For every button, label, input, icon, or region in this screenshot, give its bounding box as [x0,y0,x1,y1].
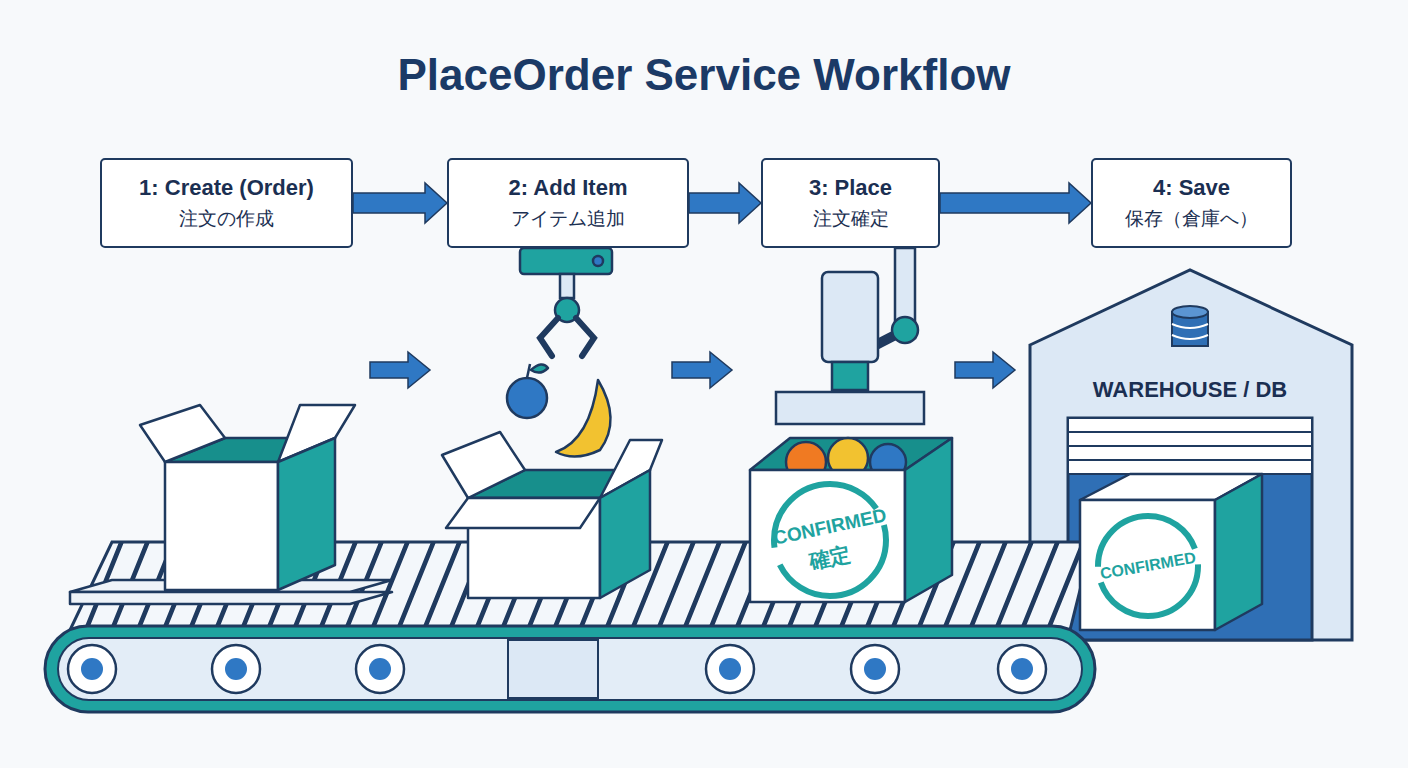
apple [507,378,547,418]
step-heading: 3: Place [809,174,892,202]
roller-hub [719,658,741,680]
roller [706,645,754,693]
robot-arm [560,274,574,298]
box-flap [140,405,225,462]
roller-hub [864,658,886,680]
process-box: 4: Save 保存（倉庫へ） [1091,158,1292,248]
db-lines [1172,324,1208,339]
flow-arrow [672,352,732,388]
process-box: 2: Add Item アイテム追加 [447,158,689,248]
roller-hub [225,658,247,680]
box-side [278,438,335,590]
box-front [750,470,905,602]
shutter-slat [1068,446,1312,460]
confirmed-box [750,438,952,602]
flow-arrow [689,183,761,223]
roller [851,645,899,693]
robot-claw [540,318,594,356]
roller [998,645,1046,693]
database-icon [1172,306,1208,346]
shutter [1068,418,1312,474]
press-machine [776,248,924,424]
belt-inner [58,638,1082,700]
stored-box [1080,474,1262,630]
flow-arrow [370,352,430,388]
flat-sheet [70,592,392,604]
filling-box [442,364,662,598]
shutter-slat [1068,418,1312,432]
flow-arrow [353,183,447,223]
flow-arrows [370,352,1015,388]
flow-arrow [955,352,1015,388]
box-front [165,462,278,590]
apple-leaf [531,364,548,372]
box-front [1080,500,1215,630]
box-flap [442,432,525,498]
warehouse-door [1068,418,1312,640]
step-subtitle: 注文確定 [813,206,889,232]
step-subtitle: アイテム追加 [511,206,625,232]
press-joint [892,317,918,343]
shutter-slat [1068,460,1312,474]
belt-joint [508,640,598,698]
stamp-ring [1098,516,1198,616]
robot-head [520,248,612,274]
shutter-slat [1068,432,1312,446]
process-box: 1: Create (Order) 注文の作成 [100,158,353,248]
diagram-title: PlaceOrder Service Workflow [0,50,1408,100]
box-side [600,470,650,598]
step-subtitle: 保存（倉庫へ） [1125,206,1258,232]
press-piston [832,362,868,390]
apple-stem [527,364,530,378]
step-subtitle: 注文の作成 [179,206,274,232]
roller [212,645,260,693]
db-top [1172,306,1208,318]
box-side [905,438,952,602]
robot-light [593,256,603,266]
roller-hub [369,658,391,680]
box-flap [446,498,600,528]
press-cylinder [822,272,878,362]
claw-robot [520,248,612,356]
roller-hub [1011,658,1033,680]
step-heading: 2: Add Item [509,174,628,202]
belt-joints [508,640,598,698]
banana [556,380,611,457]
box-side [1215,474,1262,630]
process-box: 3: Place 注文確定 [761,158,940,248]
belt-band [45,626,1095,712]
empty-box [70,405,392,604]
press-plate [776,392,924,424]
step-heading: 4: Save [1153,174,1230,202]
roller [68,645,116,693]
roller-hub [81,658,103,680]
roller [356,645,404,693]
step-heading: 1: Create (Order) [139,174,314,202]
flow-arrow [940,183,1091,223]
warehouse-label: WAREHOUSE / DB [1093,377,1287,403]
